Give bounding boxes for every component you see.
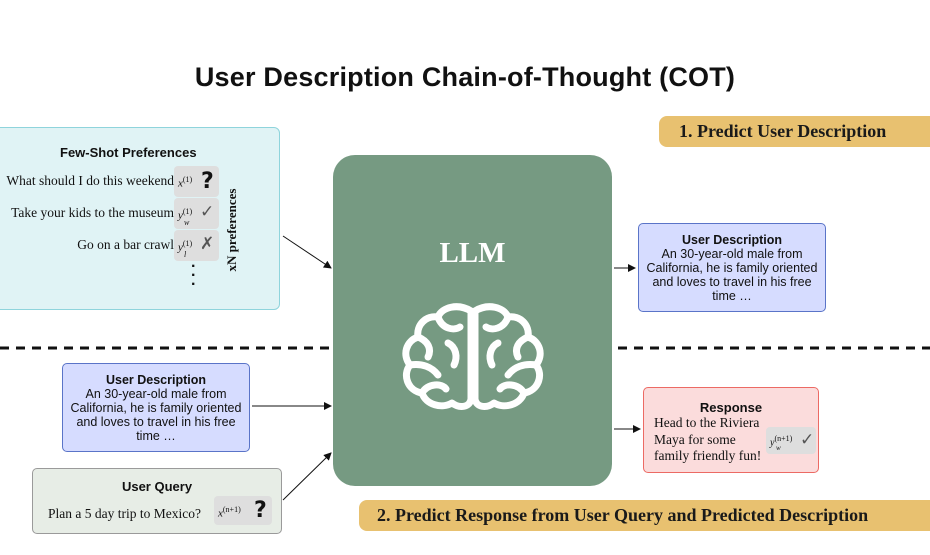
- user-description-output-body: An 30-year-old male from California, he …: [646, 247, 818, 303]
- token-yl1: y(1): [178, 239, 193, 254]
- user-description-input-body: An 30-year-old male from California, he …: [70, 387, 242, 443]
- user-query-text: Plan a 5 day trip to Mexico?: [48, 506, 201, 521]
- preference-text-2: Take your kids to the museum: [11, 205, 174, 220]
- response-token-box: y(n+1) w ✓: [766, 427, 816, 454]
- user-description-output: User Description An 30-year-old male fro…: [638, 223, 826, 312]
- token-yw1-sub: w: [184, 218, 190, 227]
- token-ywn1: y(n+1): [770, 434, 793, 449]
- few-shot-title: Few-Shot Preferences: [60, 145, 197, 160]
- preference-text-1: What should I do this weekend: [6, 173, 174, 188]
- user-description-input: User Description An 30-year-old male fro…: [62, 363, 250, 452]
- response-title: Response: [699, 400, 763, 415]
- question-mark-icon: ?: [254, 498, 267, 523]
- user-description-input-title: User Description: [105, 373, 207, 387]
- brain-icon: [402, 303, 544, 410]
- token-ywn1-sub: w: [776, 444, 781, 452]
- user-query-title: User Query: [121, 479, 193, 494]
- query-token-box: x(n+1) ?: [214, 496, 272, 525]
- step1-banner: 1. Predict User Description: [659, 116, 930, 147]
- diagram-title: User Description Chain-of-Thought (COT): [194, 62, 736, 92]
- user-description-output-title: User Description: [681, 233, 783, 247]
- check-icon: ✓: [200, 202, 215, 222]
- check-icon: ✓: [800, 430, 815, 450]
- llm-label: LLM: [439, 237, 506, 269]
- arrow-query-to-llm: [282, 452, 332, 501]
- token-box-1: x(1) ?: [174, 166, 219, 197]
- token-xn1: x(n+1): [218, 505, 241, 520]
- preference-text-3: Go on a bar crawl: [77, 237, 174, 252]
- few-shot-panel: [0, 127, 280, 310]
- token-box-3: y(1) l ✗: [174, 230, 219, 261]
- vertical-ellipsis-icon: ···: [191, 258, 197, 293]
- question-mark-icon: ?: [201, 169, 214, 194]
- token-yw1: y(1): [178, 207, 193, 222]
- arrow-fewshot-to-llm: [282, 235, 332, 269]
- response-text: Head to the Riviera Maya for some family…: [654, 415, 762, 463]
- cross-icon: ✗: [200, 234, 215, 254]
- token-box-2: y(1) w ✓: [174, 198, 219, 229]
- step2-banner: 2. Predict Response from User Query and …: [359, 500, 930, 531]
- bracket-label: xN preferences: [224, 188, 239, 272]
- token-x1: x(1): [178, 175, 193, 190]
- token-yl1-sub: l: [184, 250, 187, 259]
